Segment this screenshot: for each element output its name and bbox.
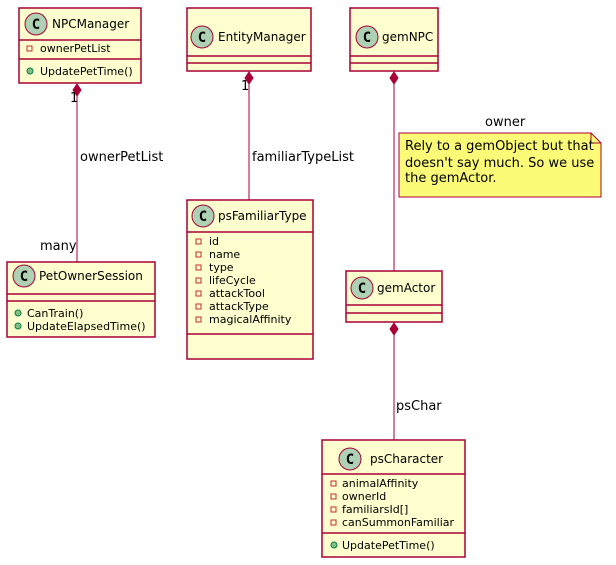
public-visibility-icon [14,322,22,330]
private-visibility-icon [195,264,202,271]
private-visibility-icon [330,506,337,513]
class-stereotype-icon [350,276,374,300]
class-stereotype-icon [24,12,48,36]
private-visibility-icon [195,290,202,297]
public-visibility-icon [26,67,34,75]
class-letter: C [198,30,206,46]
edge-label: owner [485,115,526,130]
multiplicity-source: 1 [70,91,78,106]
class-stereotype-icon [191,204,215,228]
class-name: psCharacter [370,452,443,466]
edge-label: ownerPetList [80,150,163,165]
edge-label: familiarTypeList [252,150,354,165]
class-stereotype-icon [12,264,36,288]
method: UpdatePetTime() [40,65,133,78]
edge-npcmanager-petownersession: 1 ownerPetList many [40,83,163,262]
class-gemnpc: C gemNPC [349,7,439,72]
note: Rely to a gemObject but that doesn't say… [398,132,602,198]
method: UpdateElapsedTime() [27,320,146,333]
attribute: canSummonFamiliar [342,516,455,529]
class-letter: C [199,209,207,225]
note-line: the gemActor. [405,171,497,186]
class-name: gemNPC [382,30,433,44]
class-name: PetOwnerSession [39,269,143,283]
multiplicity-source: 1 [241,79,249,94]
class-stereotype-icon [355,25,379,49]
note-line: Rely to a gemObject but that [405,139,594,154]
edge-gemnpc-gemactor: owner [389,71,526,271]
private-visibility-icon [330,493,337,500]
attribute: attackTool [209,287,265,300]
attribute: familiarsId[] [342,503,408,516]
attribute: ownerId [342,490,386,503]
class-stereotype-icon [190,25,214,49]
edge-entitymanager-psfamiliartype: 1 familiarTypeList many [212,71,354,221]
attribute: animalAffinity [342,477,419,490]
attribute: id [209,235,219,248]
class-gemactor: C gemActor [345,270,443,323]
class-name: gemActor [377,281,435,295]
class-letter: C [32,17,40,33]
private-visibility-icon [195,251,202,258]
private-visibility-icon [26,45,33,52]
public-visibility-icon [330,541,338,549]
private-visibility-icon [330,519,337,526]
class-npcmanager: C NPCManager ownerPetList UpdatePetTime(… [18,7,142,84]
class-letter: C [20,269,28,285]
edge-label: psChar [396,399,442,414]
class-stereotype-icon [338,447,362,471]
class-pscharacter: C psCharacter animalAffinity ownerId fam… [321,439,466,558]
note-line: doesn't say much. So we use [405,156,594,171]
attribute: ownerPetList [40,42,111,55]
private-visibility-icon [330,480,337,487]
private-visibility-icon [195,316,202,323]
attribute: attackType [209,300,269,313]
attribute: type [209,261,234,274]
class-letter: C [358,281,366,297]
attribute: name [209,248,240,261]
attribute: magicalAffinity [209,313,292,326]
public-visibility-icon [14,309,22,317]
class-name: NPCManager [52,17,129,31]
class-letter: C [363,30,371,46]
class-name: EntityManager [218,30,306,44]
edge-gemactor-pscharacter: psChar [389,322,442,440]
class-letter: C [346,452,354,468]
class-entitymanager: C EntityManager [186,7,312,72]
private-visibility-icon [195,238,202,245]
multiplicity-target: many [40,239,77,254]
attribute: lifeCycle [209,274,256,287]
class-name: psFamiliarType [218,209,307,223]
class-petownersession: C PetOwnerSession CanTrain() UpdateElaps… [6,261,156,338]
private-visibility-icon [195,277,202,284]
class-psfamiliartype: C psFamiliarType id name type lifeCycle … [186,199,314,360]
private-visibility-icon [195,303,202,310]
method: UpdatePetTime() [342,539,435,552]
method: CanTrain() [27,307,83,320]
